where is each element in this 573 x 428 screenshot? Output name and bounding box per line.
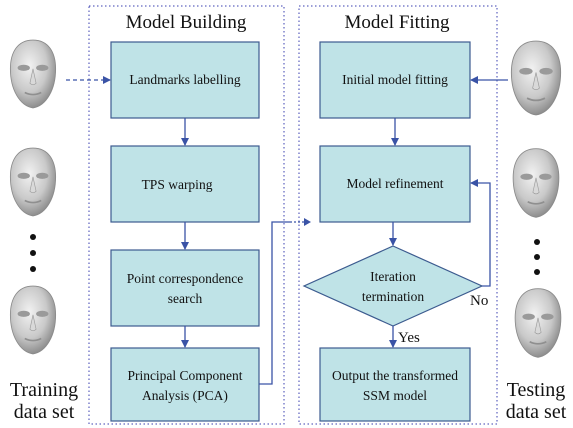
landmarks-labelling-step: Landmarks labelling bbox=[110, 41, 260, 119]
testing-face-1-icon bbox=[510, 40, 562, 116]
training-label-line2: data set bbox=[14, 401, 75, 423]
initial-model-fitting-step: Initial model fitting bbox=[319, 41, 471, 119]
model-building-title: Model Building bbox=[126, 12, 247, 33]
model-refinement-step: Model refinement bbox=[319, 145, 471, 223]
model-fitting-title: Model Fitting bbox=[344, 12, 450, 33]
model-refinement-label: Model refinement bbox=[346, 176, 443, 191]
output-ssm-label-line2: SSM model bbox=[363, 388, 427, 403]
landmarks-labelling-label: Landmarks labelling bbox=[129, 72, 241, 87]
testing-label-line1: Testing bbox=[507, 379, 566, 401]
iteration-termination-label-line1: Iteration bbox=[370, 269, 416, 284]
testing-ellipsis-icon bbox=[534, 239, 540, 275]
testing-face-3-icon bbox=[514, 287, 562, 359]
model-building-panel bbox=[88, 5, 285, 425]
pca-step: Principal Component Analysis (PCA) bbox=[110, 347, 260, 422]
iteration-termination-decision: Iteration termination bbox=[302, 245, 484, 327]
no-label: No bbox=[470, 293, 488, 309]
iteration-termination-label-line2: termination bbox=[362, 289, 424, 304]
training-face-3-icon bbox=[9, 285, 57, 355]
yes-label: Yes bbox=[398, 330, 420, 346]
pca-label-line1: Principal Component bbox=[127, 368, 242, 383]
initial-model-fitting-label: Initial model fitting bbox=[342, 72, 448, 87]
output-ssm-label-line1: Output the transformed bbox=[332, 368, 458, 383]
testing-label-line2: data set bbox=[506, 401, 567, 423]
testing-face-2-icon bbox=[512, 147, 560, 219]
training-face-2-icon bbox=[9, 147, 57, 217]
tps-warping-label: TPS warping bbox=[142, 177, 213, 192]
training-face-1-icon bbox=[9, 39, 57, 109]
point-correspondence-label-line1: Point correspondence bbox=[127, 271, 244, 286]
arrow-pca-to-fitting-head bbox=[304, 218, 311, 226]
point-correspondence-step: Point correspondence search bbox=[110, 249, 260, 327]
point-correspondence-label-line2: search bbox=[168, 291, 203, 306]
arrow-pca-to-fitting bbox=[259, 221, 290, 385]
training-label-line1: Training bbox=[10, 379, 78, 401]
tps-warping-step: TPS warping bbox=[110, 145, 260, 223]
arrow-decision-no-loop bbox=[470, 179, 491, 287]
training-ellipsis-icon bbox=[30, 234, 36, 272]
output-ssm-step: Output the transformed SSM model bbox=[319, 347, 471, 422]
pca-label-line2: Analysis (PCA) bbox=[142, 388, 228, 403]
